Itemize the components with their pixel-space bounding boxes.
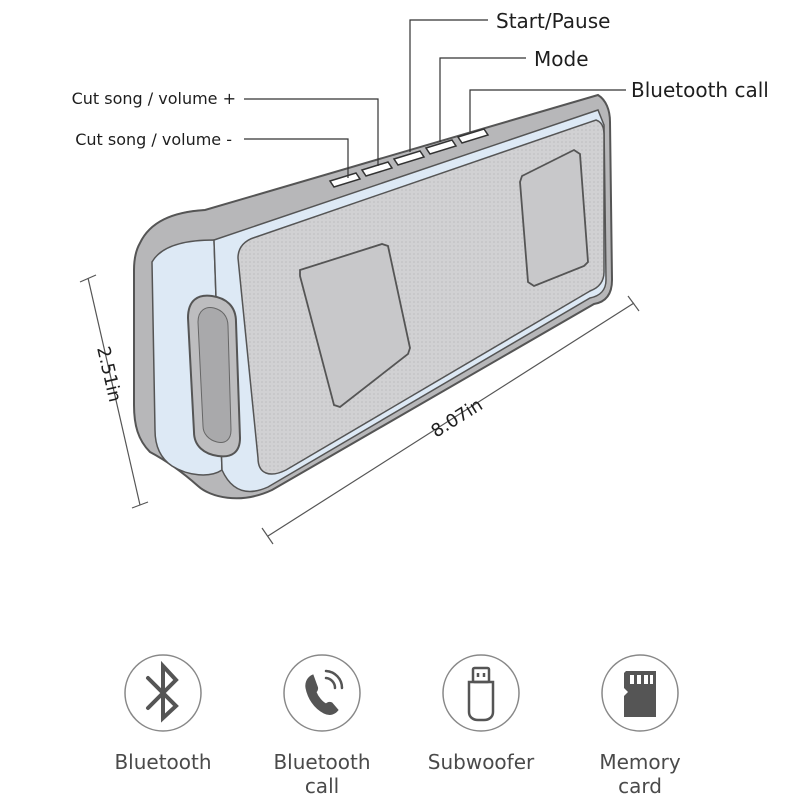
leader-volume-down (244, 138, 349, 178)
feature-bluetooth-call (283, 654, 361, 732)
button-mode[interactable] (424, 139, 458, 155)
speaker-body (133, 93, 614, 500)
usb-drive-icon (467, 666, 495, 722)
feature-label-bluetooth-call: Bluetooth call (273, 750, 371, 798)
leader-volume-up (244, 98, 379, 166)
bass-port-inner (197, 307, 232, 443)
callout-leader-lines (244, 19, 626, 178)
callout-bluetooth-call: Bluetooth call (631, 78, 769, 102)
leader-start-pause (409, 19, 488, 152)
feature-memory-card (601, 654, 679, 732)
button-start-pause[interactable] (392, 150, 426, 166)
height-tick-bottom (131, 501, 149, 509)
feature-subwoofer (442, 654, 520, 732)
feature-label-memory-card: Memory card (599, 750, 681, 798)
bluetooth-icon (146, 660, 179, 723)
button-volume-down[interactable] (328, 172, 362, 188)
callout-volume-up: Cut song / volume + (72, 89, 236, 108)
speaker-driver-left (299, 243, 411, 409)
callout-mode: Mode (534, 47, 589, 71)
leader-bluetooth-call (469, 89, 626, 132)
callout-volume-down: Cut song / volume - (75, 130, 232, 149)
width-tick-left (261, 527, 274, 545)
dimension-lines (79, 274, 640, 545)
control-buttons (328, 128, 490, 188)
leader-mode (439, 57, 526, 142)
callout-start-pause: Start/Pause (496, 9, 610, 33)
feature-label-subwoofer: Subwoofer (427, 750, 535, 774)
width-dimension-line (267, 302, 635, 537)
speaker-driver-right (519, 148, 589, 288)
button-bluetooth-call[interactable] (456, 128, 490, 144)
height-label: 2.51in (92, 344, 125, 404)
phone-call-icon-circle (283, 654, 361, 732)
height-tick-top (79, 274, 97, 283)
feature-label-bluetooth: Bluetooth (114, 750, 212, 774)
width-tick-right (627, 295, 640, 312)
height-dimension-line (87, 277, 141, 506)
width-label: 8.07in (428, 394, 487, 442)
usb-drive-icon-circle (442, 654, 520, 732)
feature-bluetooth (124, 654, 202, 732)
memory-card-icon (624, 671, 656, 717)
button-volume-up[interactable] (360, 161, 394, 177)
phone-call-icon (305, 669, 344, 715)
feature-icons (124, 654, 679, 732)
